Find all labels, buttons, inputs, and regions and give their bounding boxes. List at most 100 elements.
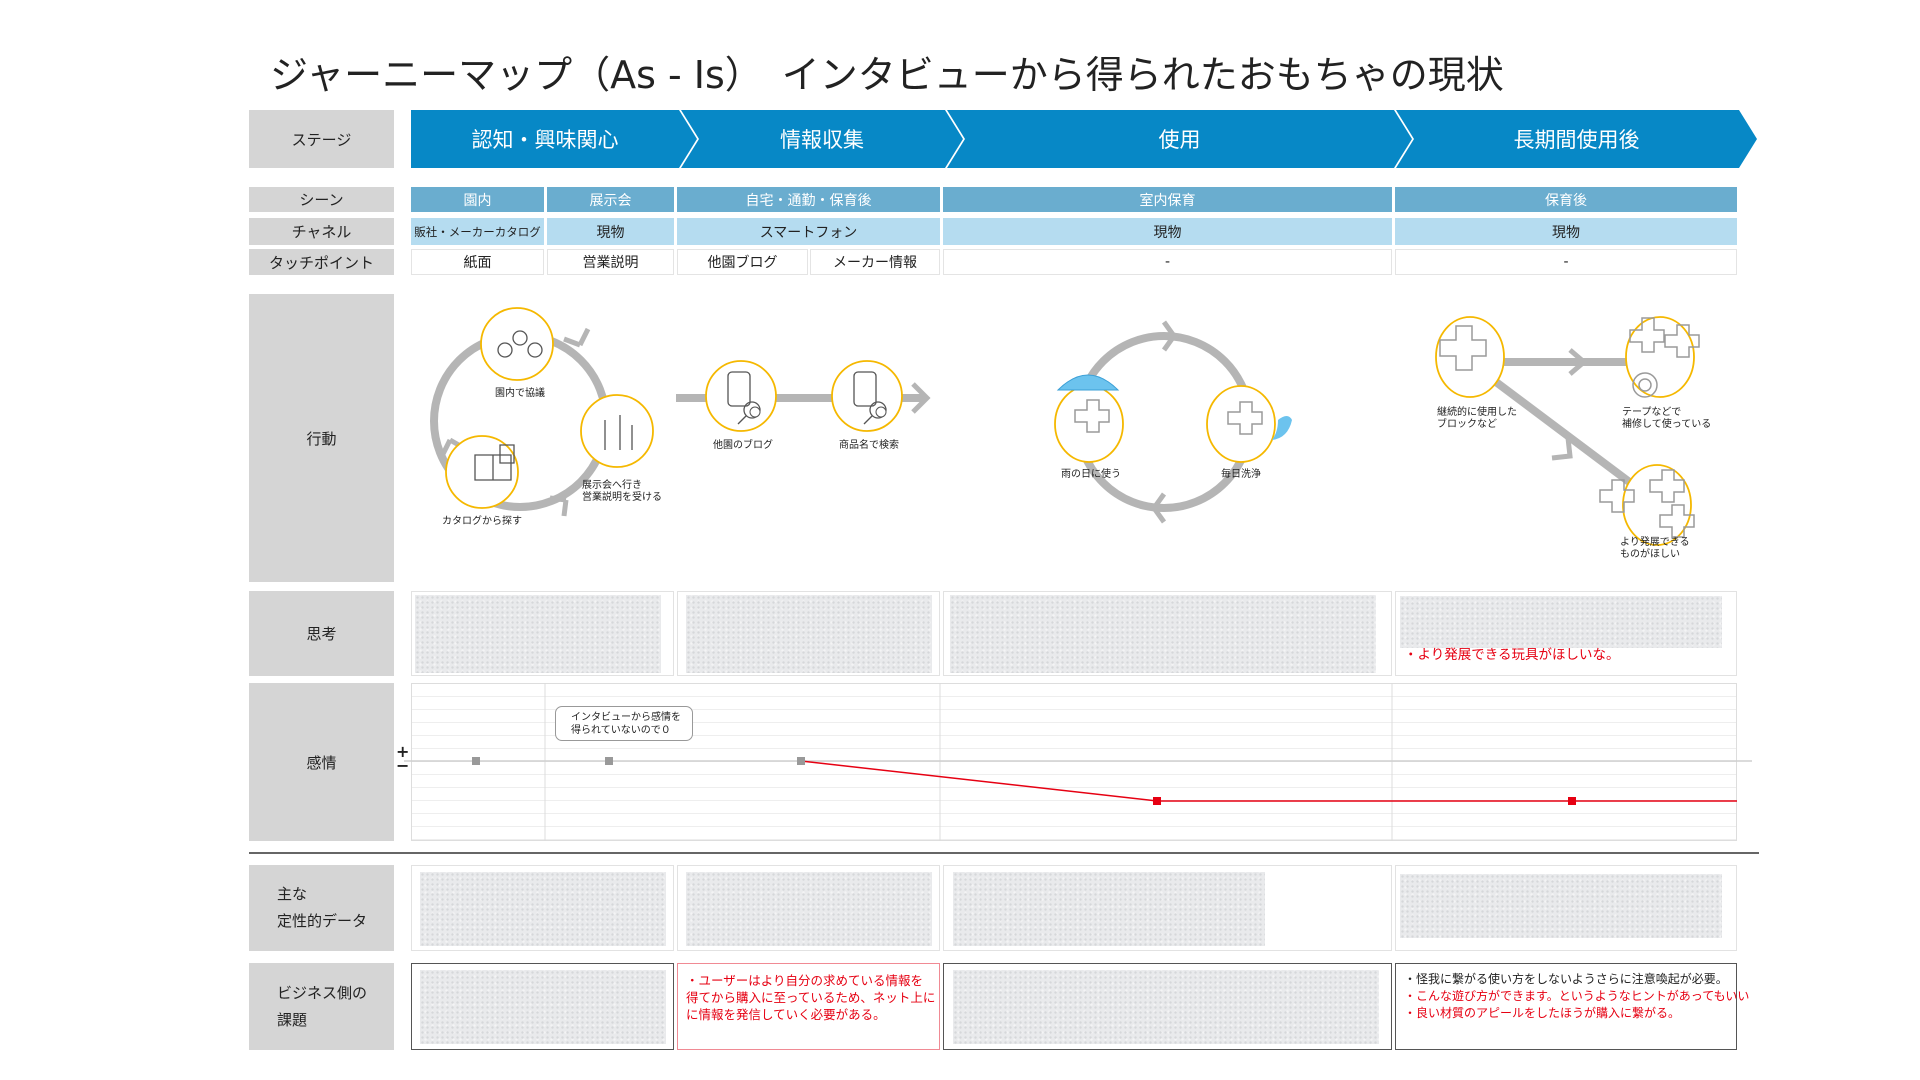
emotion-grid: [411, 683, 1737, 841]
business-text-line: ・ユーザーはより自分の求めている情報を: [686, 973, 924, 988]
develop-circle: [1622, 464, 1692, 546]
emotion-minus-label: −: [396, 756, 410, 775]
business-cell: [943, 963, 1392, 1050]
stage-awareness: 認知・興味関心: [411, 110, 697, 168]
redacted-block: [953, 872, 1265, 946]
emotion-point: [472, 757, 480, 765]
note-line: 得られていないので０: [571, 725, 671, 736]
channel-cell: 現物: [547, 218, 674, 245]
label-data: 主な定性的データ: [249, 865, 394, 951]
redacted-block: [1400, 596, 1722, 648]
stage-label: 認知・興味関心: [471, 128, 619, 152]
stage-after: 長期間使用後: [1396, 110, 1757, 168]
business-text-line: ・怪我に繋がる使い方をしないようさらに注意喚起が必要。: [1404, 972, 1728, 986]
page-title: ジャーニーマップ（As - Is） インタビューから得られたおもちゃの現状: [270, 53, 1504, 97]
behavior-label: カタログから探す: [442, 516, 522, 527]
emotion-plus-label: +: [396, 742, 410, 761]
business-cell: ・怪我に繋がる使い方をしないようさらに注意喚起が必要。 ・こんな遊び方ができます…: [1395, 963, 1749, 1050]
touchpoint-cell: 紙面: [411, 249, 544, 275]
business-text-line: に情報を発信していく必要がある。: [686, 1007, 886, 1022]
behavior-label: 継続的に使用した: [1437, 407, 1517, 418]
business-cell: [411, 963, 674, 1050]
label-business: ビジネス側の課題: [249, 963, 394, 1050]
redacted-block: [415, 595, 661, 673]
thought-cell: ・より発展できる玩具がほしいな。: [1395, 591, 1737, 676]
thought-text: ・より発展できる玩具がほしいな。: [1404, 647, 1620, 663]
emotion-point: [1568, 797, 1576, 805]
business-text-line: 得てから購入に至っているため、ネット上に: [686, 990, 936, 1005]
behavior-label: 雨の日に使う: [1061, 469, 1121, 480]
exhibition-circle: [580, 394, 654, 468]
channel-cell: 現物: [943, 218, 1392, 245]
stage-info: 情報収集: [681, 110, 963, 168]
label-data-line1: 主な: [277, 885, 308, 903]
label-touchpoint: タッチポイント: [249, 249, 394, 275]
thought-cell: [677, 591, 940, 676]
channel-cell: 現物: [1395, 218, 1737, 245]
label-business-line1: ビジネス側の: [277, 983, 368, 1002]
touchpoint-cell: -: [1395, 249, 1737, 275]
umbrella-icon: [1056, 374, 1120, 391]
channel-cell: 販社・メーカーカタログ: [411, 218, 544, 245]
behavior-label: より発展できる: [1620, 537, 1690, 548]
redacted-block: [686, 595, 932, 673]
emotion-note: インタビューから感情を得られていないので０: [555, 706, 693, 741]
behavior-label: 補修して使っている: [1622, 419, 1712, 430]
scene-cell: 室内保育: [943, 187, 1392, 212]
stage-label: 使用: [1158, 128, 1201, 152]
behavior-label: ブロックなど: [1437, 419, 1497, 430]
label-emotion: 感情: [249, 683, 394, 841]
thought-cell: [943, 591, 1392, 676]
scene-cell: 園内: [411, 187, 544, 212]
wash-circle: [1206, 385, 1276, 463]
thought-cell: [411, 591, 674, 676]
channel-cell: スマートフォン: [677, 218, 940, 245]
scene-cell: 自宅・通勤・保育後: [677, 187, 940, 212]
emotion-point: [605, 757, 613, 765]
redacted-block: [950, 595, 1376, 673]
label-business-line2: 課題: [277, 1010, 308, 1029]
label-stage: ステージ: [249, 110, 394, 168]
behavior-label: テープなどで: [1622, 407, 1682, 418]
behavior-label: 商品名で検索: [839, 440, 899, 451]
redacted-block: [1400, 874, 1722, 938]
label-data-line2: 定性的データ: [277, 912, 368, 930]
emotion-point: [797, 757, 805, 765]
behavior-label: 営業説明を受ける: [582, 492, 662, 503]
behavior-label: 他園のブログ: [713, 440, 773, 451]
data-cell: [1395, 865, 1737, 951]
behavior-label: ものがほしい: [1620, 549, 1680, 560]
tape-circle: [1625, 316, 1695, 398]
redacted-block: [420, 970, 666, 1044]
stage-label: 長期間使用後: [1513, 128, 1640, 152]
blocks-circle: [1435, 316, 1505, 398]
business-cell: ・ユーザーはより自分の求めている情報を 得てから購入に至っているため、ネット上に…: [677, 963, 940, 1050]
behavior-label: 毎日洗浄: [1221, 469, 1261, 480]
scene-cell: 展示会: [547, 187, 674, 212]
redacted-block: [686, 872, 932, 946]
business-text-line: ・こんな遊び方ができます。というようなヒントがあってもいい: [1404, 989, 1750, 1003]
touchpoint-cell: -: [943, 249, 1392, 275]
label-thought: 思考: [249, 591, 394, 676]
scene-cell: 保育後: [1395, 187, 1737, 212]
stage-label: 情報収集: [780, 128, 864, 152]
label-channel: チャネル: [249, 218, 394, 245]
label-behavior: 行動: [249, 294, 394, 582]
touchpoint-cell: 他園ブログ: [677, 249, 808, 275]
emotion-point: [1153, 797, 1161, 805]
data-cell: [411, 865, 674, 951]
note-line: インタビューから感情を: [571, 712, 681, 723]
behavior-label: 展示会へ行き: [582, 480, 642, 491]
redacted-block: [953, 970, 1379, 1044]
touchpoint-cell: メーカー情報: [810, 249, 940, 275]
section-divider: [249, 852, 1759, 854]
redacted-block: [420, 872, 666, 946]
data-cell: [677, 865, 940, 951]
data-cell: [943, 865, 1392, 951]
touchpoint-cell: 営業説明: [547, 249, 674, 275]
water-drop-icon: [1272, 416, 1292, 440]
label-scene: シーン: [249, 187, 394, 212]
emotion-line-segment: [800, 760, 1158, 802]
